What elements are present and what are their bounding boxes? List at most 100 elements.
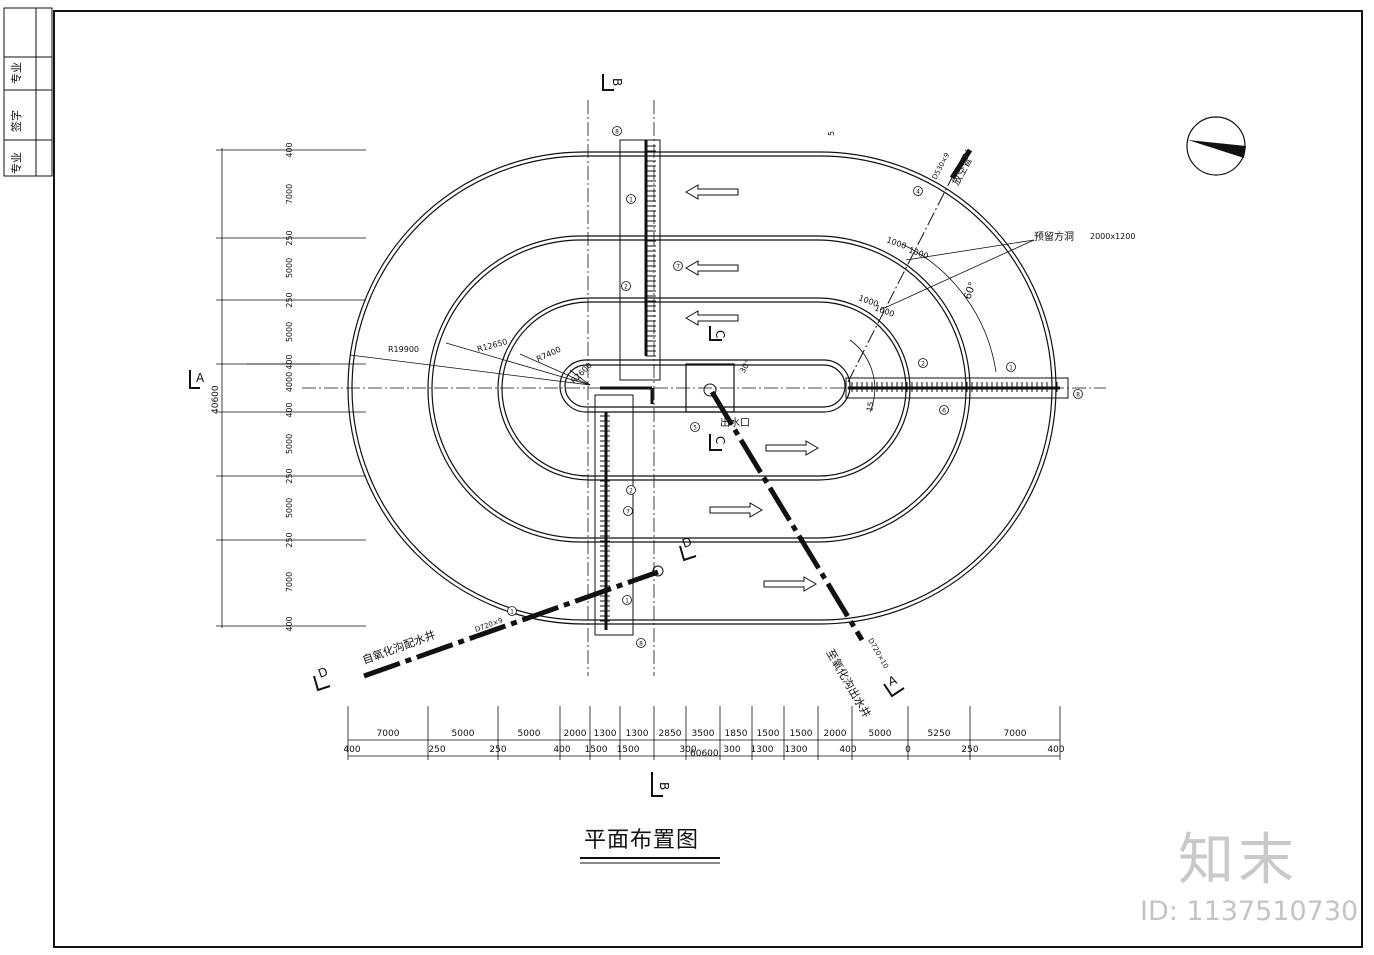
bottom-dim-label: 1300 — [626, 729, 649, 739]
title-block-row-3: 专业 — [9, 152, 23, 174]
bottom-dim-label: 1500 — [617, 745, 640, 755]
bottom-dim-label: 400 — [343, 745, 360, 755]
bottom-dim-label: 7000 — [377, 729, 400, 739]
callout-number: 8 — [639, 641, 643, 648]
callout-number: 2 — [629, 488, 633, 495]
radius-label-inner: R7400 — [535, 345, 562, 364]
north-arrow — [1186, 116, 1246, 176]
callout-circle — [913, 186, 923, 196]
left-dim-label: 7000 — [285, 572, 294, 592]
aerator-brush-ticks — [600, 145, 1058, 622]
bottom-dim-label: 2000 — [824, 729, 847, 739]
title-block-row-1: 专业 — [9, 62, 23, 84]
section-a-left: A — [196, 371, 205, 385]
section-d-right: D — [680, 534, 693, 550]
opening-label: 预留方洞 — [1034, 230, 1074, 243]
bottom-dim-label: 250 — [961, 745, 978, 755]
bottom-dim-label: 2850 — [659, 729, 682, 739]
radius-label-outer: R19900 — [388, 345, 419, 354]
bottom-dim-label: 1500 — [757, 729, 780, 739]
callout-circle — [623, 506, 633, 516]
bottom-dim-label: 7000 — [1004, 729, 1027, 739]
angle-15-label: 15 — [865, 401, 876, 413]
section-c-bottom: C — [713, 436, 727, 444]
left-dimension-extensions — [216, 149, 366, 627]
callout-circle — [626, 485, 636, 495]
callout-number: 1 — [625, 598, 629, 605]
callout-number: 4 — [916, 189, 920, 196]
bottom-dim-label: 5000 — [518, 729, 541, 739]
drawing-border — [53, 10, 1363, 948]
callout-number: 8 — [1076, 392, 1080, 399]
radius-label-middle: R12650 — [476, 337, 508, 354]
angle-30-label: 30° — [738, 358, 753, 375]
callout-number: 8 — [615, 129, 619, 136]
bottom-dim-label: 250 — [489, 745, 506, 755]
outlet-pipe-note: 至氧化沟出水井 — [823, 647, 874, 721]
bottom-dimension-chain — [348, 739, 1060, 757]
bottom-dim-label: 0 — [905, 745, 911, 755]
callout-number: 2 — [921, 361, 925, 368]
callout-circle — [1073, 389, 1083, 399]
outlet-pipe — [703, 383, 865, 642]
callout-number: 6 — [942, 408, 946, 415]
section-markers — [189, 74, 905, 797]
bottom-dim-label: 5000 — [452, 729, 475, 739]
flow-arrow — [763, 576, 817, 592]
bottom-dim-label: 3500 — [692, 729, 715, 739]
inlet-pipe-note: 自氧化沟配水井 — [360, 627, 437, 666]
callout-number: 1 — [510, 609, 514, 616]
angle-60-label: 60° — [962, 281, 978, 301]
outlet-port-label: 出水口 — [720, 416, 750, 429]
left-dim-label: 5000 — [285, 258, 294, 278]
left-dim-label: 250 — [285, 468, 294, 483]
bottom-total-dimension: 60600 — [690, 749, 719, 759]
section-b-top: B — [610, 78, 624, 86]
left-dim-label: 400 — [285, 402, 294, 417]
bottom-dim-label: 2000 — [564, 729, 587, 739]
bottom-dim-label: 400 — [839, 745, 856, 755]
callout-number: 1 — [629, 197, 633, 204]
drawing-title: 平面布置图 — [584, 828, 700, 853]
callout-number: 2 — [624, 284, 628, 291]
callout-circle — [1006, 362, 1016, 372]
callout-number: 5 — [693, 425, 697, 432]
flow-arrow — [765, 440, 819, 456]
bottom-dim-label: 1300 — [594, 729, 617, 739]
flow-arrow — [685, 260, 739, 276]
bottom-dim-label: 1300 — [751, 745, 774, 755]
bottom-dim-label: 400 — [1047, 745, 1064, 755]
left-dim-label: 250 — [285, 532, 294, 547]
aerator-bridge-horizontal — [845, 377, 1069, 399]
callout-circle — [612, 126, 622, 136]
bottom-dim-label: 5250 — [928, 729, 951, 739]
section-b-bottom: B — [657, 782, 671, 790]
left-dim-label: 5000 — [285, 498, 294, 518]
flow-arrow — [709, 502, 763, 518]
callout-number: 7 — [676, 264, 680, 271]
partition-walls — [600, 363, 735, 413]
bottom-dim-label: 1300 — [785, 745, 808, 755]
callout-circle — [626, 194, 636, 204]
left-dim-label: 7000 — [285, 184, 294, 204]
left-dim-label: 5000 — [285, 322, 294, 342]
section-d-left: D — [316, 664, 329, 680]
bottom-dimension-ticks — [347, 706, 1061, 760]
left-dim-label: 400 — [285, 616, 294, 631]
bottom-dim-label: 300 — [679, 745, 696, 755]
callout-circle — [939, 405, 949, 415]
callout-circle — [622, 595, 632, 605]
left-dim-label: 400 — [285, 142, 294, 157]
watermark-logo: 知末 — [1178, 828, 1298, 893]
watermark-id: ID: 1137510730 — [1140, 896, 1359, 927]
flow-arrow — [685, 184, 739, 200]
bottom-dim-label: 5000 — [869, 729, 892, 739]
radius-label-island: R2600 — [569, 361, 594, 386]
callout-circle — [507, 606, 517, 616]
bottom-dim-label: 300 — [723, 745, 740, 755]
callout-circle — [636, 638, 646, 648]
section-a-right: A — [886, 673, 899, 689]
